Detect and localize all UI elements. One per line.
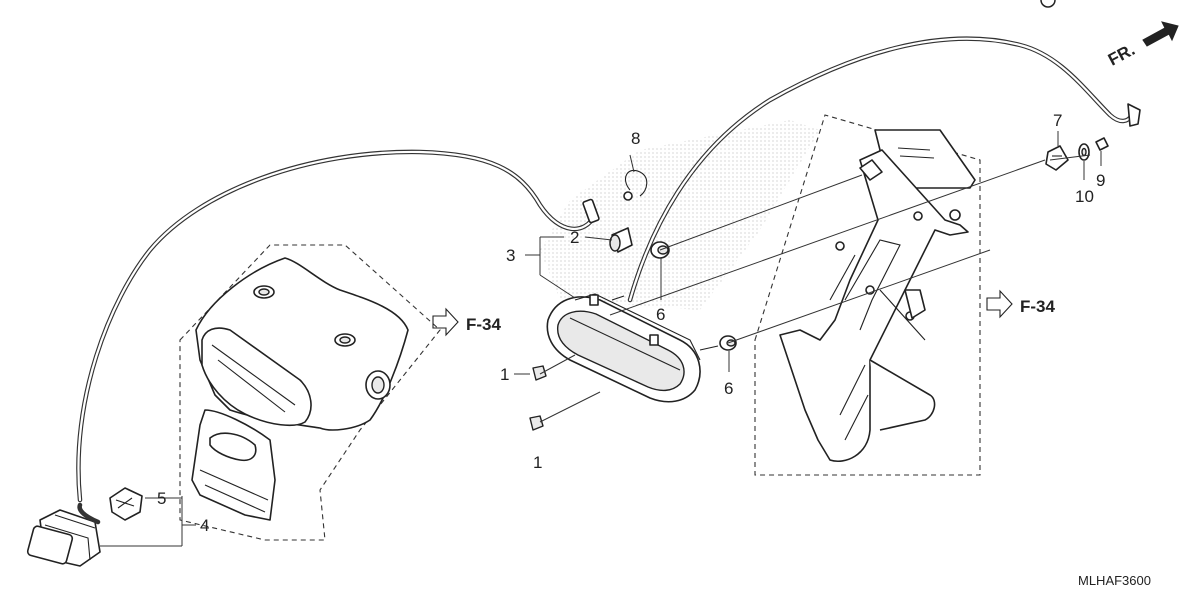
- callout-4-bracket: [100, 496, 196, 547]
- wire-terminal-right: [1127, 103, 1141, 127]
- callout-5: 5: [157, 489, 166, 508]
- grommet-part-7: [1045, 145, 1069, 171]
- reference-label-left: F-34: [466, 315, 502, 334]
- callout-7: 7: [1053, 111, 1062, 130]
- diagram-code: MLHAF3600: [1078, 573, 1151, 588]
- corner-circle-icon: [1040, 0, 1056, 8]
- callout-4: 4: [200, 516, 209, 535]
- shading-area: [540, 120, 820, 310]
- tail-housing: [191, 257, 409, 521]
- reference-arrow-right: F-34: [986, 289, 1056, 319]
- callout-2: 2: [570, 228, 579, 247]
- callout-6-lower: 6: [724, 379, 733, 398]
- callout-3-bracket: [525, 236, 576, 299]
- callout-9: 9: [1096, 171, 1105, 190]
- reference-arrow-left: F-34: [432, 307, 502, 337]
- washer-part-10: [1078, 143, 1090, 161]
- housing-boundary: [179, 244, 441, 541]
- callout-3: 3: [506, 246, 515, 265]
- callout-1-upper: 1: [500, 365, 509, 384]
- front-direction-label: FR.: [1105, 40, 1138, 70]
- connector-part-4: [26, 502, 101, 567]
- wire-terminal-left: [582, 198, 600, 224]
- reference-label-right: F-34: [1020, 297, 1056, 316]
- wire-harness: [76, 36, 1141, 503]
- callout-6-upper: 6: [656, 305, 665, 324]
- grommet-part-5: [109, 487, 143, 521]
- callout-1-lower: 1: [533, 453, 542, 472]
- nut-part-9: [1095, 137, 1109, 151]
- leader-lines: [539, 154, 1091, 423]
- nut-part-1-upper: [532, 365, 547, 381]
- callout-10: 10: [1075, 187, 1094, 206]
- front-direction-marker: FR.: [1105, 21, 1179, 70]
- collar-part-2: [609, 227, 633, 253]
- tail-light-assembly: [546, 293, 719, 403]
- license-bracket: [779, 129, 976, 462]
- callout-8: 8: [631, 129, 640, 148]
- nut-part-1-lower: [529, 415, 544, 431]
- clip-part-8: [623, 170, 648, 201]
